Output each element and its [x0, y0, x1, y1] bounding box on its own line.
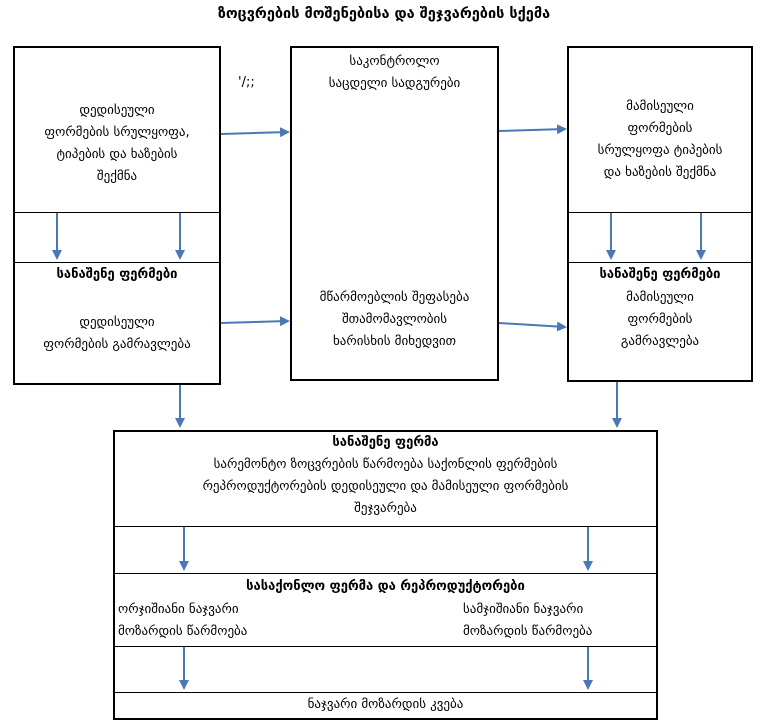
stray-mark: '/;; — [238, 75, 255, 90]
left-top-text: დედისეული ფორმების სრულყოფა, ტიპების და … — [44, 103, 190, 184]
right-divider-1 — [568, 212, 752, 213]
commercial-right-text: სამჯიშიანი ნაჯვარი მოზარდის წარმოება — [463, 602, 593, 639]
right-divider-2 — [568, 262, 752, 263]
right-bottom-heading: სანაშენე ფერმები — [599, 267, 721, 282]
left-divider-2 — [14, 262, 220, 263]
right-bottom-text: მამისეული ფორმების გამრავლება — [620, 290, 700, 349]
bottom-divider-4 — [114, 692, 657, 693]
bottom-divider-2 — [114, 573, 657, 574]
arrow-center-to-right-bottom — [498, 321, 567, 332]
left-box — [13, 46, 221, 385]
footer-text: ნაჯვარი მოზარდის კვება — [307, 697, 464, 712]
breeding-box — [113, 430, 658, 720]
left-bottom-text: დედისეული ფორმების გამრავლება — [43, 315, 191, 352]
left-divider-1 — [14, 212, 220, 213]
diagram-title: ზოცვრების მოშენებისა და შეჯვარების სქემა — [217, 6, 551, 22]
right-box — [567, 46, 753, 382]
center-bottom-text: მწარმოებლის შეფასება შთამომავლობის ხარის… — [319, 290, 470, 349]
arrow-center-to-right-top — [498, 124, 567, 135]
bottom-divider-1 — [114, 526, 657, 527]
center-box — [290, 46, 499, 381]
left-bottom-heading: სანაშენე ფერმები — [56, 267, 178, 282]
right-top-text: მამისეული ფორმების სრულყოფა ტიპების და ხ… — [597, 99, 723, 180]
commercial-left-text: ორჯიშიანი ნაჯვარი მოზარდის წარმოება — [118, 602, 248, 639]
bottom-divider-3 — [114, 646, 657, 647]
center-top-text: საკონტროლო საცდელი სადგურები — [328, 54, 461, 91]
commercial-heading: სასაქონლო ფერმა და რეპროდუქტორები — [246, 579, 525, 594]
breeding-farm-heading: სანაშენე ფერმა — [332, 435, 439, 450]
breeding-farm-text: სარემონტო ზოცვრების წარმოება საქონლის ფე… — [202, 457, 569, 516]
arrow-left-bottom-to-center — [220, 316, 290, 327]
arrow-left-top-to-center — [220, 127, 290, 138]
